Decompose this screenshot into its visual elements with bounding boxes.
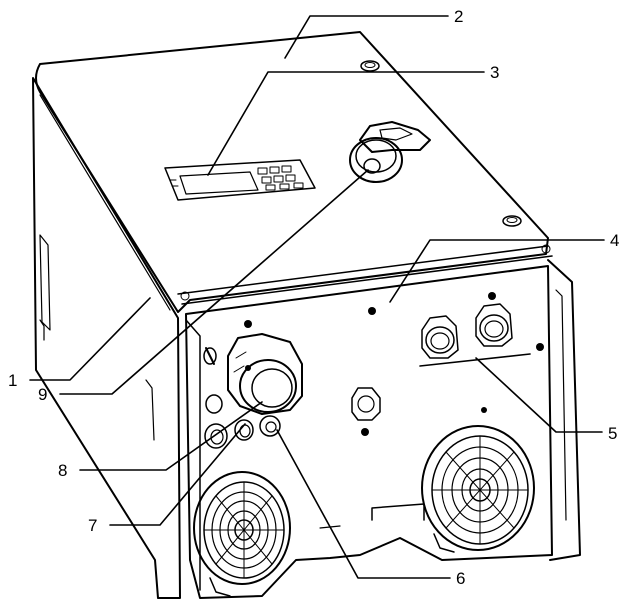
- center-gland: [351, 387, 381, 421]
- lid: [35, 31, 549, 313]
- leader-line-7: [109, 423, 246, 526]
- keypad: [257, 165, 304, 191]
- callout-label-2: 2: [454, 7, 463, 26]
- front-bottom-details: [319, 503, 425, 529]
- leader-line-4: [389, 239, 605, 303]
- callout-label-6: 6: [456, 569, 465, 588]
- callout-label-5: 5: [608, 424, 617, 443]
- cable-gland-1: [421, 315, 459, 359]
- connector-7: [234, 419, 254, 441]
- leader-line-1: [29, 297, 151, 381]
- left-connectors: [204, 394, 228, 449]
- fan-left: [193, 471, 291, 597]
- front-screws: [244, 292, 544, 436]
- lid-screw-right: [502, 215, 522, 227]
- callout-label-4: 4: [610, 231, 619, 250]
- large-cable-gland: [227, 333, 303, 415]
- display-keypad-panel: [164, 159, 316, 201]
- display-screen: [179, 171, 259, 195]
- connector-6: [259, 415, 281, 437]
- callout-label-3: 3: [490, 63, 499, 82]
- leader-line-5b: [419, 353, 531, 367]
- leader-line-6: [276, 429, 451, 579]
- callout-labels: 1 2 3 4 5 6 7 8 9: [8, 7, 619, 588]
- ground-stud: [203, 347, 217, 365]
- leader-line-8: [79, 401, 263, 471]
- callout-label-9: 9: [38, 385, 47, 404]
- front-panel: [185, 265, 553, 599]
- leader-line-9: [59, 169, 369, 395]
- cable-gland-2: [475, 303, 513, 347]
- callout-label-7: 7: [88, 516, 97, 535]
- lid-screw-top: [360, 60, 380, 72]
- callout-label-8: 8: [58, 461, 67, 480]
- leader-line-2: [284, 15, 449, 59]
- callout-label-1: 1: [8, 371, 17, 390]
- lid-details: [180, 60, 551, 301]
- rotary-connector: [349, 121, 431, 183]
- leader-line-5: [475, 357, 603, 433]
- leader-line-3: [207, 71, 485, 176]
- fan-right: [421, 425, 535, 553]
- callout-lines: [29, 15, 605, 579]
